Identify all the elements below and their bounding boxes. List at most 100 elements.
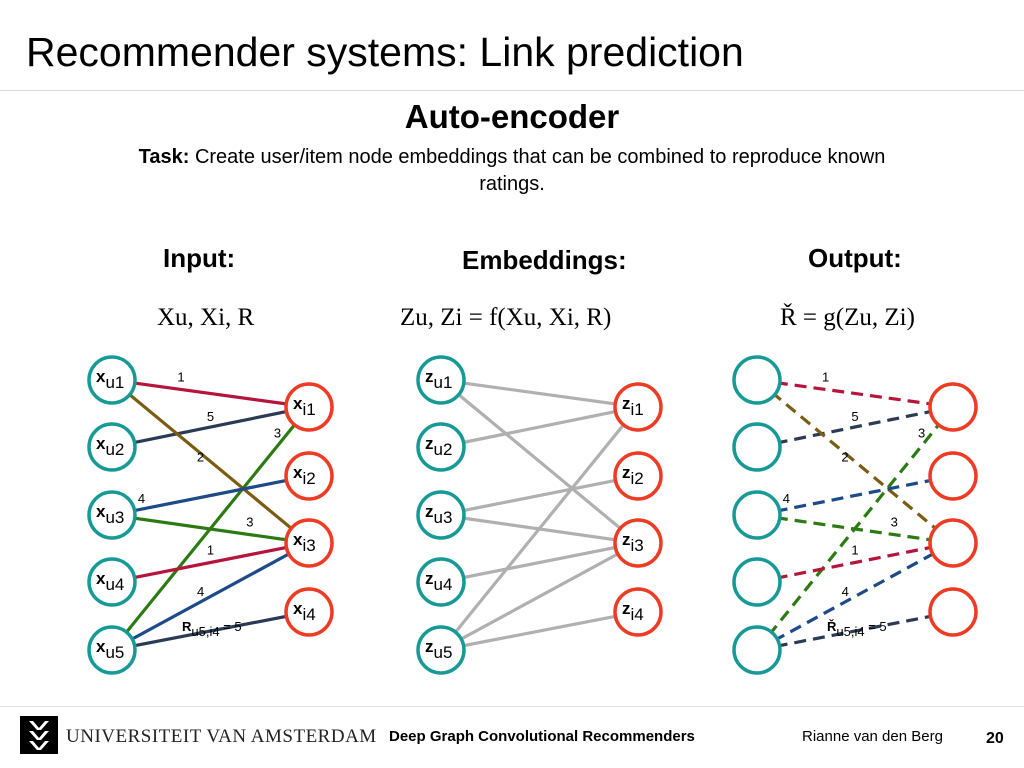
edge-u3-i2 xyxy=(111,474,310,517)
edge-rating-label: 4 xyxy=(197,584,204,599)
user-node-label-u1: zu1 xyxy=(425,367,452,392)
user-node-u2 xyxy=(87,422,137,472)
slide-subtitle: Auto-encoder xyxy=(404,98,620,135)
output-formula-text: Ř = g(Zu, Zi) xyxy=(780,304,915,331)
edge-rating-label: 5 xyxy=(207,409,214,424)
edge-u2-i1 xyxy=(111,405,310,449)
edge-u4-i3 xyxy=(756,541,954,584)
edge-u3-i3 xyxy=(440,513,639,545)
item-node-label-i4: zi4 xyxy=(622,599,644,624)
item-node-i3 xyxy=(284,518,334,568)
edge-rating-label: 4 xyxy=(138,491,145,506)
item-node-label-i1: zi1 xyxy=(622,394,644,419)
edge-rating-label: 3 xyxy=(891,515,898,530)
item-node-i2 xyxy=(928,451,978,501)
item-node-label-i2: zi2 xyxy=(622,463,644,488)
university-logo-icon xyxy=(20,716,58,754)
edge-rating-label: 2 xyxy=(197,450,204,465)
edge-rating-label: 1 xyxy=(177,369,184,384)
edge-u4-i3 xyxy=(440,541,639,584)
edge-rating-label: 1 xyxy=(851,543,858,558)
user-node-label-u3: xu3 xyxy=(96,502,124,527)
edge-rating-label: 4 xyxy=(842,584,849,599)
user-node-label-u3: zu3 xyxy=(425,502,452,527)
university-name: UNIVERSITEIT VAN AMSTERDAM xyxy=(66,726,377,747)
user-node-label-u4: xu4 xyxy=(96,569,124,594)
embeddings-graph: zu1 zu2 zu3 zu4 zu5 zi1 zi2 zi3 zi4 xyxy=(416,355,663,675)
user-node-u2 xyxy=(732,422,782,472)
item-node-i1 xyxy=(284,382,334,432)
graph-diagrams: 15234314xu1xu2xu3xu4xu5xi1xi2xi3xi4Ru5,i… xyxy=(87,355,978,675)
item-node-label-i3: xi3 xyxy=(293,530,316,555)
edge-u5-i3 xyxy=(111,541,310,652)
edge-rating-label: 5 xyxy=(851,409,858,424)
edge-u2-i1 xyxy=(756,405,954,449)
edge-u3-i3 xyxy=(756,513,954,545)
slide-title: Recommender systems: Link prediction xyxy=(26,29,744,75)
edge-u1-i3 xyxy=(110,378,311,545)
user-node-u1 xyxy=(732,355,782,405)
output-formula: Ř = g(Zu, Zi) xyxy=(780,303,915,333)
user-node-u5 xyxy=(732,625,782,675)
title-divider xyxy=(0,90,1024,91)
edge-rating-label: 3 xyxy=(274,425,281,440)
edge-rating-label: 3 xyxy=(918,425,925,440)
user-node-u3 xyxy=(416,490,466,540)
user-node-u5 xyxy=(87,625,137,675)
user-node-u1 xyxy=(416,355,466,405)
edge-u4-i3 xyxy=(111,541,310,584)
highlight-rating-label: Ru5,i4 = 5 xyxy=(182,619,242,639)
item-node-label-i4: xi4 xyxy=(293,599,316,624)
edge-u5-i4 xyxy=(440,610,639,652)
input-formula: Xu, Xi, R xyxy=(157,303,254,333)
edge-rating-label: 1 xyxy=(822,369,829,384)
user-node-label-u5: zu5 xyxy=(425,637,452,662)
task-description: Task: Create user/item node embeddings t… xyxy=(112,144,912,198)
edge-u5-i4 xyxy=(111,610,310,652)
page-number: 20 xyxy=(986,730,1004,747)
item-node-label-i2: xi2 xyxy=(293,463,316,488)
user-node-label-u4: zu4 xyxy=(425,569,452,594)
edge-u1-i1 xyxy=(440,378,639,409)
edge-u3-i2 xyxy=(756,474,954,517)
edge-u3-i3 xyxy=(111,513,310,545)
user-node-u4 xyxy=(87,557,137,607)
edge-rating-label: 2 xyxy=(841,450,848,465)
edge-rating-label: 1 xyxy=(207,543,214,558)
item-node-i1 xyxy=(613,382,663,432)
item-node-i4 xyxy=(284,587,334,637)
item-node-label-i3: zi3 xyxy=(622,530,644,555)
edge-u1-i1 xyxy=(111,378,310,409)
embeddings-formula-text: Zu, Zi = f(Xu, Xi, R) xyxy=(400,304,612,331)
user-node-label-u2: zu2 xyxy=(425,434,452,459)
output-heading: Output: xyxy=(808,243,902,273)
edge-rating-label: 4 xyxy=(783,491,790,506)
task-text: Create user/item node embeddings that ca… xyxy=(194,146,886,195)
user-node-u5 xyxy=(416,625,466,675)
user-node-u4 xyxy=(416,557,466,607)
edge-u1-i3 xyxy=(439,378,640,545)
item-node-i3 xyxy=(928,518,978,568)
user-node-u2 xyxy=(416,422,466,472)
edge-u5-i3 xyxy=(440,541,639,652)
item-node-i1 xyxy=(928,382,978,432)
item-node-i3 xyxy=(613,518,663,568)
edge-u1-i1 xyxy=(756,378,954,409)
item-node-i4 xyxy=(928,587,978,637)
item-node-i2 xyxy=(613,451,663,501)
input-formula-text: Xu, Xi, R xyxy=(157,304,255,331)
edge-u3-i2 xyxy=(440,474,639,517)
embeddings-heading: Embeddings: xyxy=(462,245,627,275)
item-node-label-i1: xi1 xyxy=(293,394,316,419)
task-label: Task: xyxy=(138,146,190,168)
user-node-label-u2: xu2 xyxy=(96,434,124,459)
edge-rating-label: 3 xyxy=(246,515,253,530)
edge-u1-i3 xyxy=(755,378,955,545)
user-node-u3 xyxy=(732,490,782,540)
edge-u2-i1 xyxy=(440,405,639,449)
item-node-i2 xyxy=(284,451,334,501)
item-node-i4 xyxy=(613,587,663,637)
footer-divider xyxy=(0,706,1024,707)
highlight-rating-label: Řu5,i4 = 5 xyxy=(827,619,887,639)
